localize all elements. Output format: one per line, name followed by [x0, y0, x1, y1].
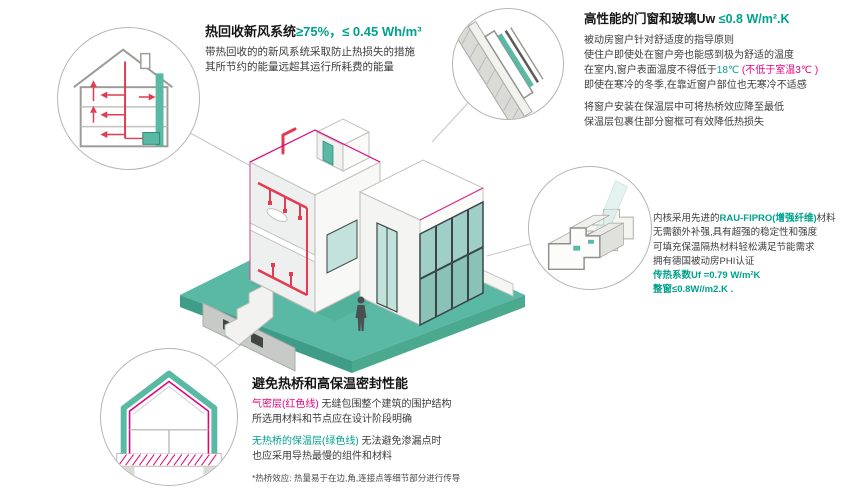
hrv-line2: 其所节约的能量远超其运行所耗费的能量	[205, 61, 394, 74]
hrv-title-value: ≥75%，≤ 0.45 Wh/m³	[296, 24, 422, 39]
material-line1-brand: RAU-FIPRO(增强纤维)	[719, 213, 817, 224]
airtight-layer-label: 气密层(红色线)	[252, 399, 319, 411]
material-line2: 无需额外补强,具有超强的稳定性和强度	[653, 227, 818, 239]
windows-title: 高性能的门窗和玻璃Uw ≤0.8 W/m².K	[584, 12, 860, 28]
thermal-g1-rest: 无缝包围整个建筑的围护结构	[318, 399, 452, 411]
windows-title-label: 高性能的门窗和玻璃Uw	[584, 12, 719, 26]
windows-description: 被动房窗户针对舒适度的指导原则 使住户即使处在窗户旁也能感到极为舒适的温度 在室…	[584, 33, 860, 130]
windows-line6: 保温层包裹住部分窗框可有效降低热损失	[584, 116, 764, 128]
hrv-title: 热回收新风系统≥75%，≤ 0.45 Wh/m³	[205, 24, 470, 40]
rooftop-teal-door	[322, 140, 334, 166]
airflow-arrows	[90, 61, 156, 140]
gasket	[573, 245, 581, 251]
window-profile-circle	[528, 166, 652, 290]
thermal-g2-line2: 也应采用导热最慢的组件和材料	[252, 451, 392, 463]
material-line4: 拥有德国被动房PHI认证	[653, 255, 755, 267]
hrv-line1: 带热回收的的新风系统采取防止热损失的措施	[205, 46, 415, 59]
glazed-wing	[358, 159, 485, 327]
airtight-line	[249, 129, 484, 280]
windows-line1: 被动房窗户针对舒适度的指导原则	[584, 34, 734, 46]
slab-hatch	[118, 454, 217, 466]
airtight-red-line	[128, 380, 210, 454]
windows-section: 高性能的门窗和玻璃Uw ≤0.8 W/m².K 被动房窗户针对舒适度的指导原则 …	[584, 12, 860, 130]
windows-line4: 即使在寒冷的冬季,在靠近窗户部位也无寒冷不适感	[584, 79, 807, 91]
windows-line5: 将窗户安装在保温层中可将热桥效应降至最低	[584, 101, 784, 113]
windows-title-value: ≤0.8 W/m².K	[718, 12, 790, 26]
thermal-footnote: *热桥效应: 热量易于在边,角,连接点等细节部分进行传导	[252, 473, 461, 484]
thermal-description: 气密层(红色线) 无缝包围整个建筑的围护结构 所选用材料和节点应在设计阶段明确 …	[252, 397, 592, 485]
material-uf-value: 传热系数Uf =0.79 W/m²K	[653, 270, 761, 281]
windows-line2: 使住户即使处在窗户旁也能感到极为舒适的温度	[584, 49, 794, 61]
windows-line3-temp: 18℃	[716, 64, 740, 76]
thermal-title: 避免热桥和高保温密封性能	[252, 376, 409, 391]
rooftop-box	[315, 118, 371, 172]
hrv-unit	[142, 132, 161, 145]
material-line3: 可填充保温隔热材料轻松满足节能需求	[653, 241, 815, 253]
thermal-cross-section-illustration	[116, 370, 222, 476]
house-isometric-illustration	[180, 118, 525, 373]
thermal-g2-rest: 无法避免渗漏点时	[358, 436, 442, 448]
frame-material-section: 内核采用先进的RAU-FIPRO(增强纤维)材料 无需额外补强,具有超强的稳定性…	[653, 212, 863, 298]
window-corner-circle	[452, 8, 564, 120]
insulation-layer-label: 无热桥的保温层(绿色线)	[252, 436, 359, 448]
thermal-detail-circle	[100, 348, 238, 486]
hrv-cross-section-illustration	[73, 48, 173, 148]
material-line1: 内核采用先进的RAU-FIPRO(增强纤维)材料	[653, 212, 863, 226]
material-line1-b: 材料	[816, 213, 836, 224]
exhaust-stack	[155, 73, 164, 147]
thermal-g2-line1: 无热桥的保温层(绿色线) 无法避免渗漏点时	[252, 434, 592, 449]
material-uw-value: 整窗≤0.8W//m2.K .	[653, 284, 734, 296]
hrv-detail-circle	[57, 27, 200, 170]
hrv-title-label: 热回收新风系统	[205, 24, 297, 39]
material-line1-a: 内核采用先进的	[653, 213, 720, 224]
hrv-section: 热回收新风系统≥75%，≤ 0.45 Wh/m³ 带热回收的的新风系统采取防止热…	[205, 24, 470, 76]
windows-line3-note: (不低于室温3℃ )	[739, 64, 819, 76]
thermal-g1-line2: 所选用材料和节点应在设计阶段明确	[252, 414, 412, 426]
exterior-stairs	[224, 278, 274, 346]
hrv-description: 带热回收的的新风系统采取防止热损失的措施 其所节约的能量远超其运行所耗费的能量	[205, 45, 470, 75]
windows-line3-text: 在室内,窗户表面温度不得低于	[584, 64, 717, 76]
roof-vent-pipe	[281, 127, 297, 155]
thermal-g1-line1: 气密层(红色线) 无缝包围整个建筑的围护结构	[252, 397, 592, 412]
insulation-green-line	[120, 370, 218, 454]
frame-insulation-strip	[497, 33, 534, 88]
gasket	[588, 239, 594, 244]
windows-line3: 在室内,窗户表面温度不得低于18℃ (不低于室温3℃ )	[584, 63, 860, 78]
thermal-section: 避免热桥和高保温密封性能 气密层(红色线) 无缝包围整个建筑的围护结构 所选用材…	[252, 376, 592, 485]
window-corner-illustration	[454, 20, 544, 119]
person-figure	[355, 296, 367, 331]
ventilation-ducts	[257, 181, 308, 297]
window-profile-illustration	[547, 180, 634, 271]
